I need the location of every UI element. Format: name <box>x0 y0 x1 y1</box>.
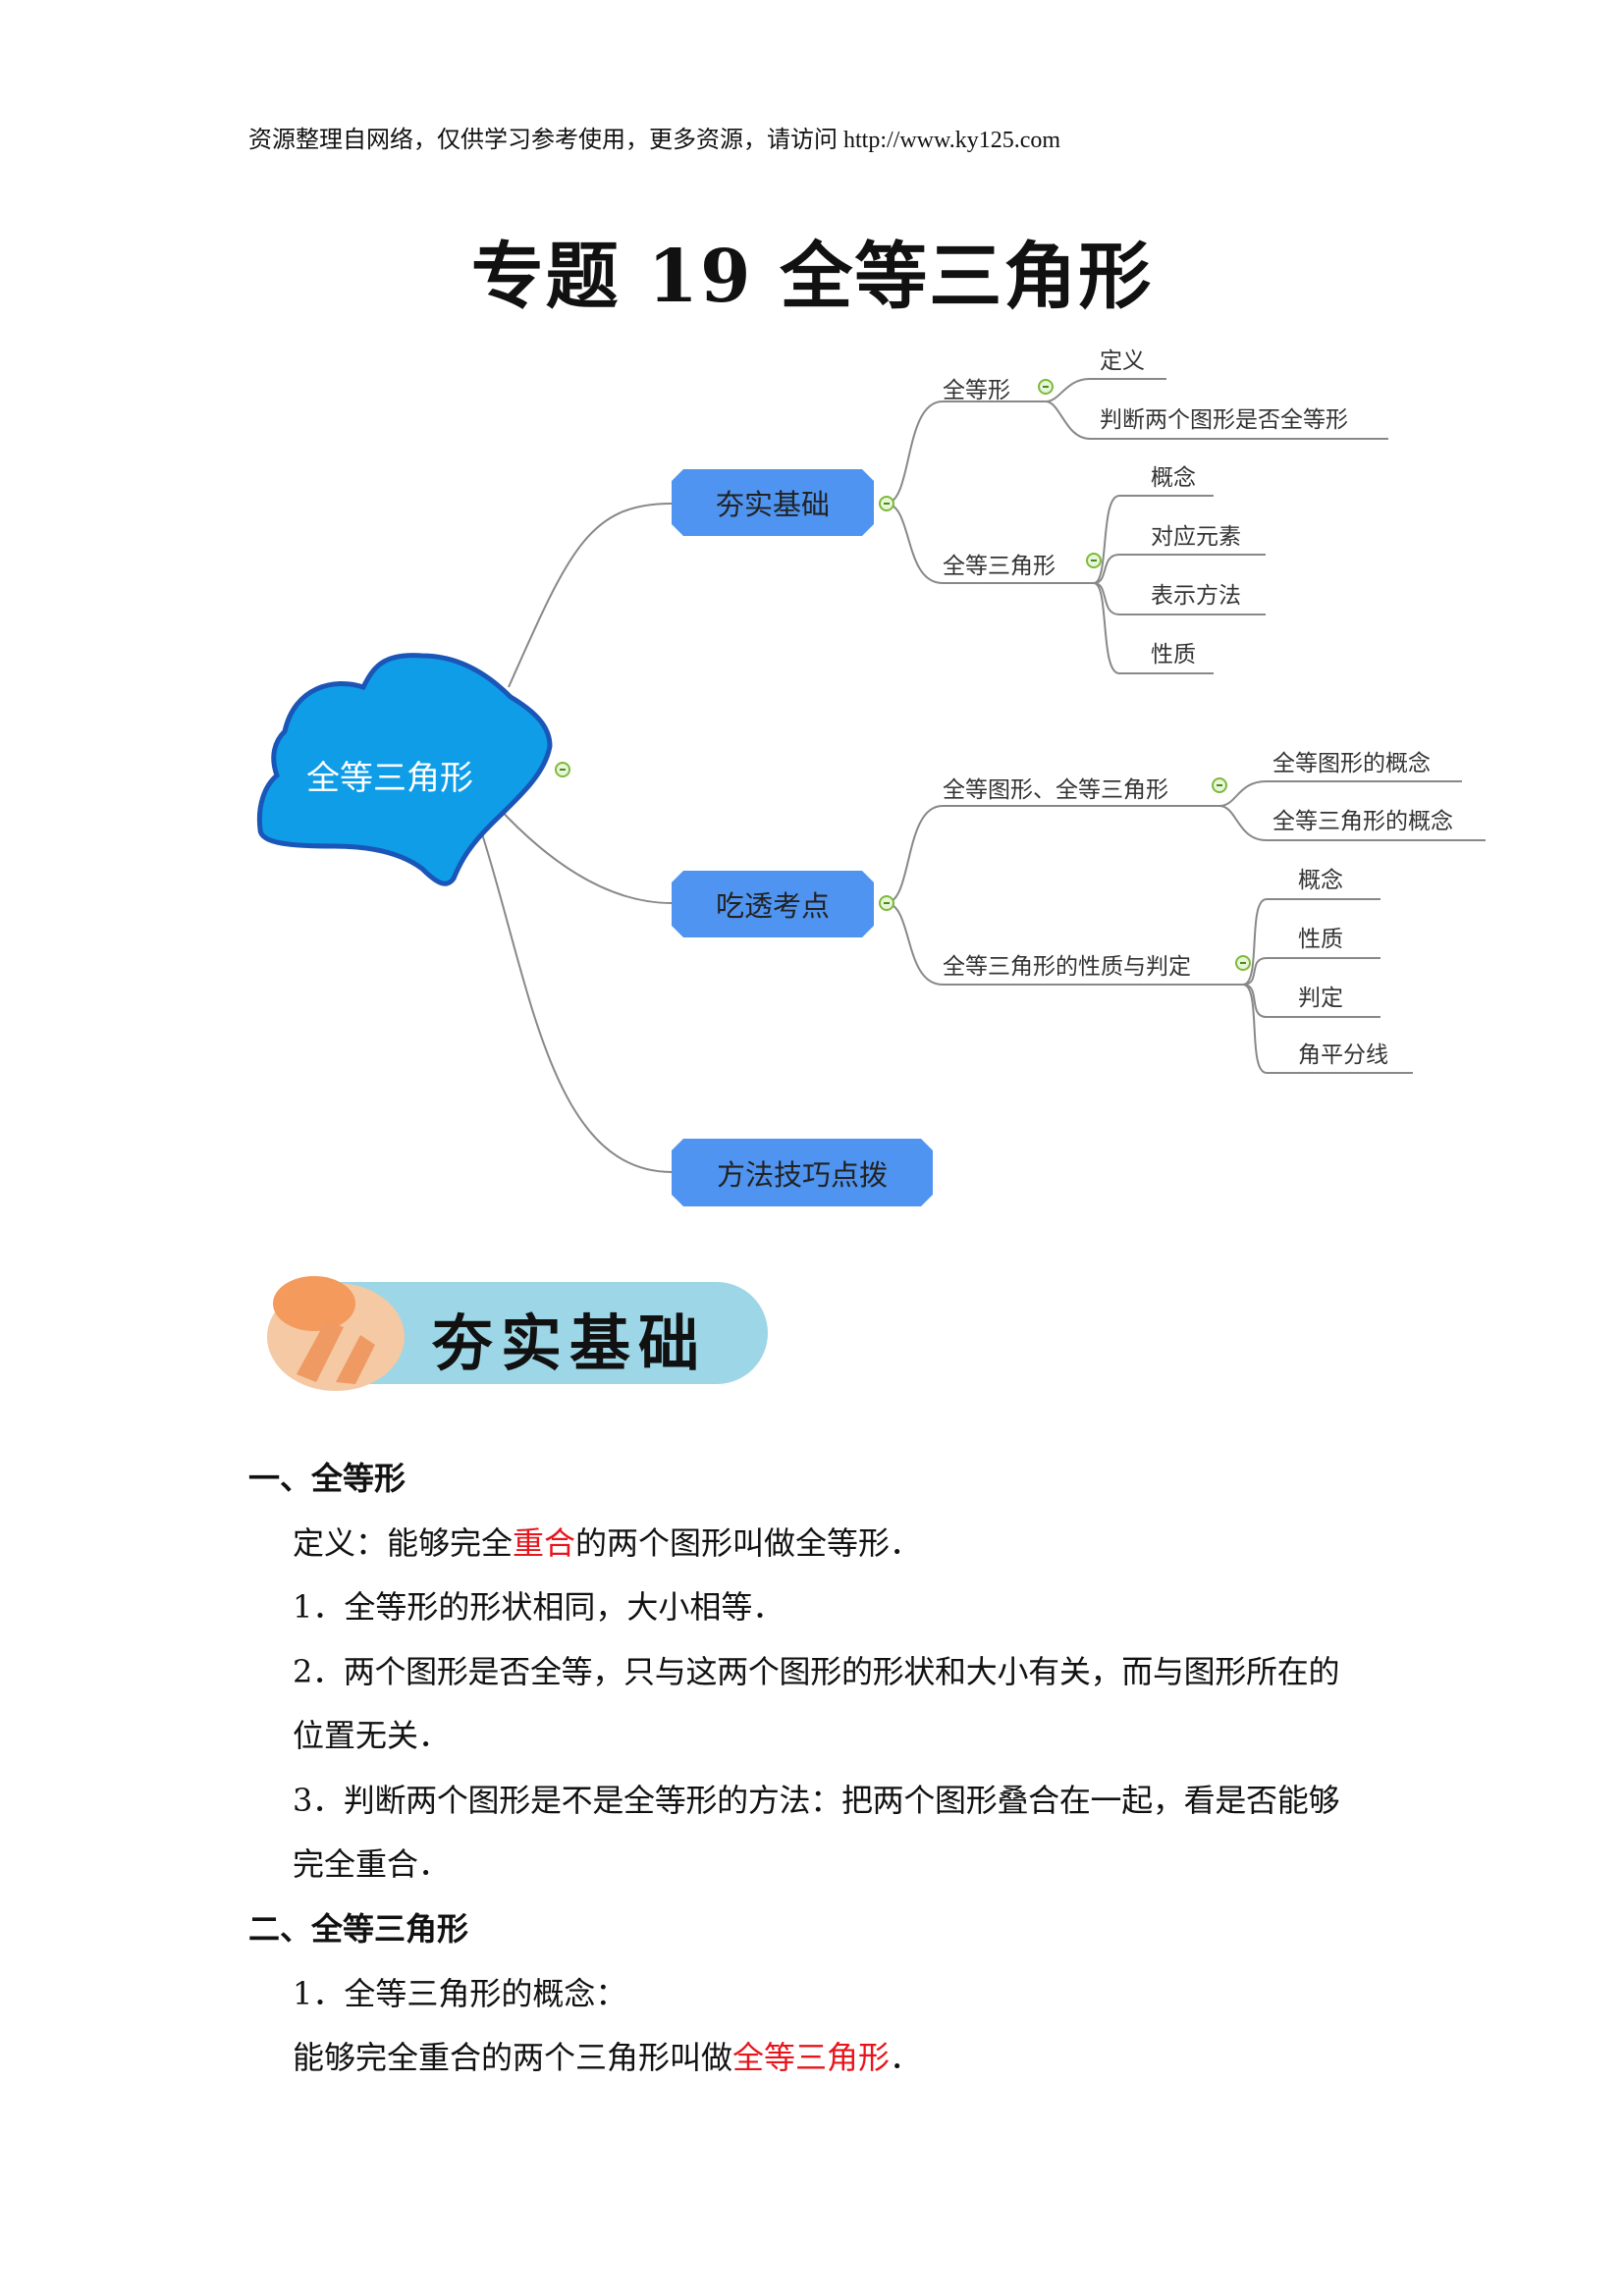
collapse-icon[interactable] <box>1086 553 1102 568</box>
leaf-label[interactable]: 对应元素 <box>1151 524 1241 550</box>
collapse-icon[interactable] <box>1038 379 1054 395</box>
leaf-label[interactable]: 概念 <box>1298 868 1343 893</box>
leaf-label[interactable]: 全等图形的概念 <box>1272 751 1431 776</box>
point-3: 3．判断两个图形是不是全等形的方法：把两个图形叠合在一起，看是否能够 <box>293 1782 1340 1819</box>
collapse-icon[interactable] <box>555 762 570 777</box>
collapse-icon[interactable] <box>1235 955 1251 971</box>
collapse-icon[interactable] <box>879 496 894 511</box>
connector-root-branch3 <box>478 824 673 1173</box>
mindmap-connectors <box>256 378 1486 1173</box>
highlight-text: 全等三角形 <box>732 2039 891 2076</box>
topic-label[interactable]: 全等形 <box>943 378 1010 403</box>
topic-label[interactable]: 全等图形、全等三角形 <box>943 777 1168 803</box>
leaf-label[interactable]: 判断两个图形是否全等形 <box>1100 407 1348 433</box>
leaf-label[interactable]: 判定 <box>1298 986 1343 1011</box>
text: 定义：能够完全 <box>293 1524 514 1562</box>
point-3-cont: 完全重合． <box>293 1845 451 1883</box>
leaf-label[interactable]: 表示方法 <box>1151 583 1241 609</box>
collapse-icon[interactable] <box>879 895 894 911</box>
root-blob <box>256 653 553 886</box>
branch-node-basics[interactable]: 夯实基础 <box>672 469 874 536</box>
text: 能够完全重合的两个三角形叫做 <box>293 2039 733 2076</box>
leaf-label[interactable]: 性质 <box>1298 927 1343 952</box>
connector-root-branch1 <box>508 503 673 688</box>
branch-node-methods[interactable]: 方法技巧点拨 <box>672 1139 933 1206</box>
definition-line: 定义：能够完全重合的两个图形叫做全等形． <box>293 1519 921 1564</box>
concept-definition: 能够完全重合的两个三角形叫做全等三角形． <box>293 2033 921 2078</box>
heading-congruent-triangles: 二、全等三角形 <box>248 1910 469 1948</box>
collapse-icon[interactable] <box>1212 777 1227 793</box>
leaf-label[interactable]: 定义 <box>1100 348 1145 374</box>
seashell-icon <box>267 1276 405 1391</box>
source-note: 资源整理自网络，仅供学习参考使用，更多资源，请访问 http://www.ky1… <box>248 128 1061 153</box>
section-banner-title: 夯实基础 <box>432 1308 708 1379</box>
heading-congruent-figures: 一、全等形 <box>248 1460 406 1497</box>
page-title: 专题 19 全等三角形 <box>470 235 1154 319</box>
point-2: 2．两个图形是否全等，只与这两个图形的形状和大小有关，而与图形所在的 <box>293 1653 1340 1690</box>
mindmap-root[interactable]: 全等三角形 <box>306 759 473 798</box>
text: ． <box>890 2039 922 2076</box>
highlight-text: 重合 <box>513 1524 576 1562</box>
concept-heading: 1．全等三角形的概念： <box>293 1975 627 2012</box>
leaf-label[interactable]: 概念 <box>1151 465 1196 491</box>
text: 的两个图形叫做全等形． <box>575 1524 922 1562</box>
point-2-cont: 位置无关． <box>293 1717 451 1754</box>
leaf-label[interactable]: 性质 <box>1151 642 1196 667</box>
topic-label[interactable]: 全等三角形 <box>943 554 1056 579</box>
branch-node-keypoints[interactable]: 吃透考点 <box>672 871 874 937</box>
connector-root-branch2 <box>495 804 673 904</box>
leaf-label[interactable]: 角平分线 <box>1298 1042 1388 1068</box>
leaf-label[interactable]: 全等三角形的概念 <box>1272 809 1453 834</box>
point-1: 1．全等形的形状相同，大小相等． <box>293 1588 785 1626</box>
topic-label[interactable]: 全等三角形的性质与判定 <box>943 954 1191 980</box>
